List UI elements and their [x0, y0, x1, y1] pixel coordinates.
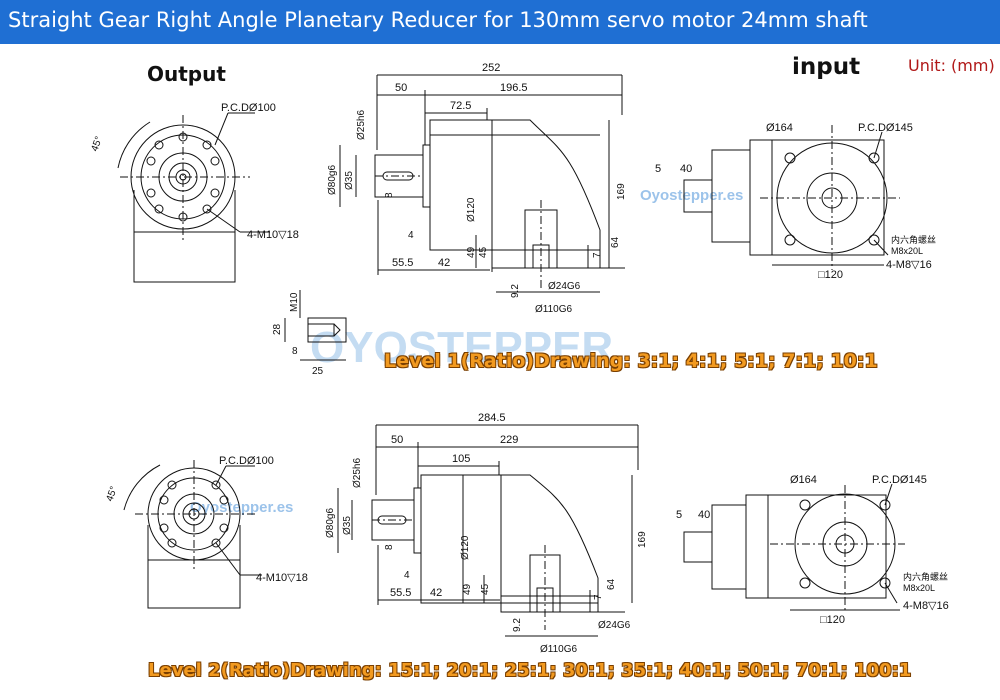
- page-title: Straight Gear Right Angle Planetary Redu…: [8, 8, 868, 32]
- svg-text:9.2: 9.2: [512, 618, 523, 632]
- svg-text:55.5: 55.5: [392, 257, 413, 269]
- svg-text:内六角螺丝: 内六角螺丝: [903, 571, 948, 582]
- svg-text:8: 8: [384, 544, 395, 550]
- svg-text:4-M8▽16: 4-M8▽16: [886, 259, 932, 271]
- svg-text:M10: M10: [289, 292, 300, 312]
- watermark-logo: OYOSTEPPER: [310, 323, 613, 372]
- svg-text:196.5: 196.5: [500, 82, 528, 94]
- svg-text:M8x20L: M8x20L: [903, 583, 935, 593]
- svg-text:284.5: 284.5: [478, 412, 506, 424]
- svg-text:40: 40: [680, 163, 692, 175]
- svg-text:Ø80g6: Ø80g6: [325, 508, 336, 538]
- svg-text:28: 28: [272, 323, 283, 335]
- svg-text:8: 8: [384, 192, 395, 198]
- svg-text:50: 50: [391, 434, 403, 446]
- input-label: input: [792, 54, 861, 80]
- svg-text:P.C.DØ100: P.C.DØ100: [219, 455, 274, 467]
- level1-caption: Level 1(Ratio)Drawing: 3:1; 4:1; 5:1; 7:…: [384, 350, 878, 372]
- svg-text:P.C.DØ145: P.C.DØ145: [872, 474, 927, 486]
- svg-text:□120: □120: [820, 614, 845, 626]
- output-label: Output: [147, 62, 226, 86]
- svg-text:Ø120: Ø120: [460, 535, 471, 560]
- unit-label: Unit: (mm): [908, 56, 995, 75]
- technical-drawing: OYOSTEPPER Oyostepper.es Oyostepper.es 4…: [89, 62, 949, 655]
- svg-text:49: 49: [462, 583, 473, 595]
- svg-text:Ø35: Ø35: [342, 516, 353, 535]
- l2-side-view: [337, 424, 639, 637]
- svg-text:4-M8▽16: 4-M8▽16: [903, 600, 949, 612]
- svg-text:72.5: 72.5: [450, 100, 471, 112]
- svg-text:5: 5: [676, 509, 682, 521]
- svg-text:40: 40: [698, 509, 710, 521]
- svg-text:42: 42: [430, 587, 442, 599]
- svg-text:45: 45: [478, 246, 489, 258]
- svg-text:169: 169: [637, 531, 648, 548]
- svg-text:55.5: 55.5: [390, 587, 411, 599]
- svg-text:Ø25h6: Ø25h6: [356, 110, 367, 140]
- watermark-site-2: Oyostepper.es: [190, 499, 293, 516]
- svg-text:内六角螺丝: 内六角螺丝: [891, 234, 936, 245]
- svg-text:Ø164: Ø164: [790, 474, 817, 486]
- svg-text:Ø80g6: Ø80g6: [327, 165, 338, 195]
- svg-text:50: 50: [395, 82, 407, 94]
- svg-text:64: 64: [606, 578, 617, 590]
- svg-text:□120: □120: [818, 269, 843, 281]
- svg-text:Ø24G6: Ø24G6: [548, 281, 581, 292]
- svg-text:4: 4: [408, 230, 414, 241]
- svg-text:45°: 45°: [89, 135, 105, 153]
- svg-text:105: 105: [452, 453, 470, 465]
- svg-text:42: 42: [438, 257, 450, 269]
- svg-text:Ø35: Ø35: [344, 171, 355, 190]
- svg-text:229: 229: [500, 434, 518, 446]
- title-bar: Straight Gear Right Angle Planetary Redu…: [0, 0, 1000, 44]
- svg-text:4-M10▽18: 4-M10▽18: [256, 572, 308, 584]
- l1-input-view: [683, 125, 900, 270]
- svg-text:9.2: 9.2: [510, 284, 521, 298]
- watermark-site-1: Oyostepper.es: [640, 187, 743, 204]
- svg-text:5: 5: [655, 163, 661, 175]
- svg-text:Ø25h6: Ø25h6: [352, 458, 363, 488]
- svg-text:7: 7: [593, 594, 604, 600]
- svg-text:P.C.DØ100: P.C.DØ100: [221, 102, 276, 114]
- svg-text:169: 169: [616, 183, 627, 200]
- svg-text:Ø120: Ø120: [466, 197, 477, 222]
- l2-output-view: [123, 460, 262, 609]
- svg-text:252: 252: [482, 62, 500, 74]
- svg-text:45: 45: [480, 583, 491, 595]
- l1-output-view: [117, 112, 270, 283]
- svg-text:Ø24G6: Ø24G6: [598, 620, 631, 631]
- svg-text:4: 4: [404, 570, 410, 581]
- svg-text:Ø110G6: Ø110G6: [535, 304, 572, 315]
- l2-input-view: [683, 483, 905, 611]
- svg-text:45°: 45°: [104, 485, 120, 503]
- svg-text:P.C.DØ145: P.C.DØ145: [858, 122, 913, 134]
- level2-caption: Level 2(Ratio)Drawing: 15:1; 20:1; 25:1;…: [148, 660, 912, 681]
- svg-text:25: 25: [312, 366, 324, 377]
- svg-text:7: 7: [592, 252, 603, 258]
- svg-text:OYOSTEPPER: OYOSTEPPER: [310, 323, 613, 372]
- svg-text:M8x20L: M8x20L: [891, 246, 923, 256]
- l1-side-view: [339, 74, 625, 293]
- l1-thread-detail: [284, 290, 347, 361]
- svg-text:Ø164: Ø164: [766, 122, 793, 134]
- svg-text:49: 49: [466, 246, 477, 258]
- svg-text:Ø110G6: Ø110G6: [540, 644, 577, 655]
- svg-text:8: 8: [292, 346, 298, 357]
- svg-text:64: 64: [610, 236, 621, 248]
- svg-text:4-M10▽18: 4-M10▽18: [247, 229, 299, 241]
